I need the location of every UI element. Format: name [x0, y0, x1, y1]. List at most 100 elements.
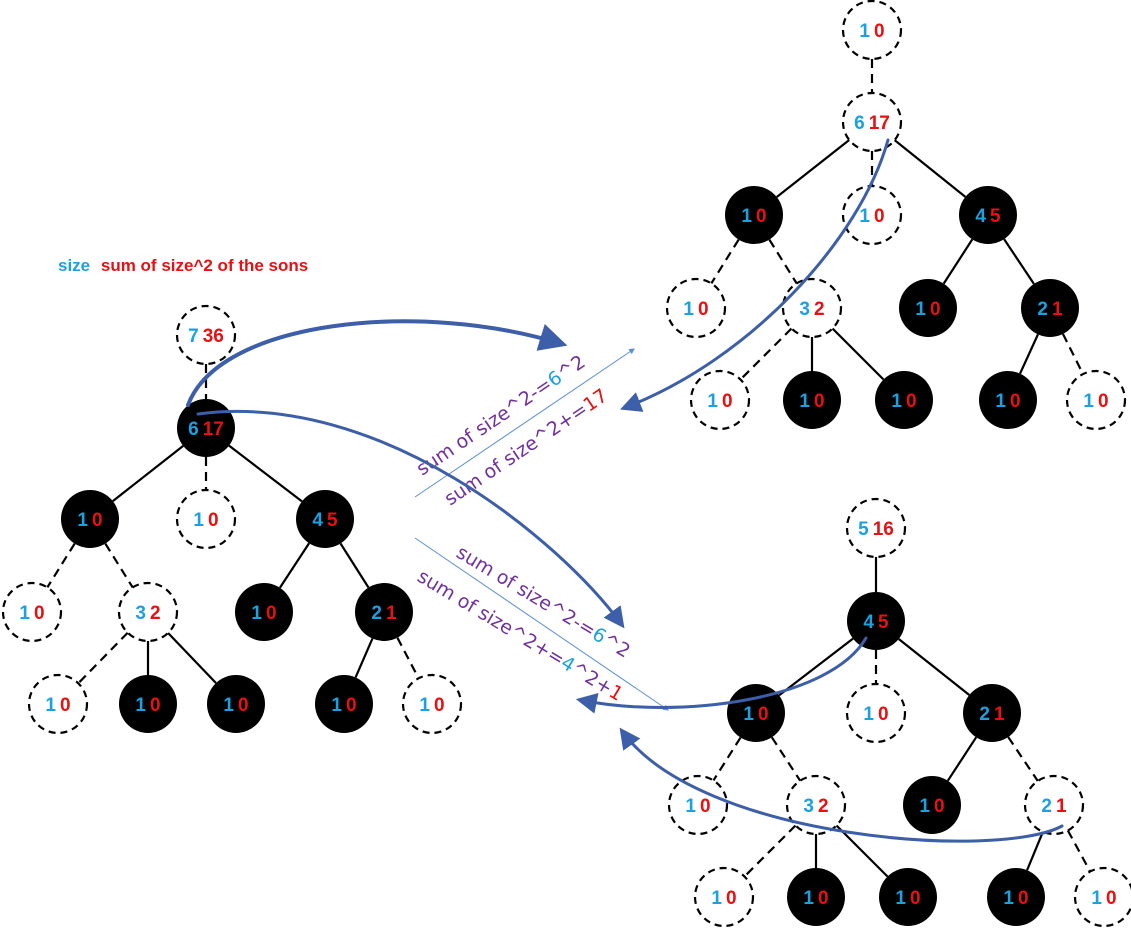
node-size-value: 4	[975, 206, 986, 227]
node-size-value: 1	[331, 695, 342, 716]
node-sum-value: 0	[726, 888, 737, 909]
node-sum-value: 0	[60, 695, 71, 716]
node-sum-value: 0	[818, 888, 829, 909]
top-right-edge-4-8	[1003, 238, 1035, 285]
node-size-value: 4	[312, 510, 323, 531]
bottom-right-node-circle	[667, 774, 729, 836]
bottom-right-tree-edges	[712, 557, 1092, 878]
node-size-value: 1	[741, 206, 752, 227]
node-sum-value: 1	[1052, 299, 1063, 320]
left-node-circle	[401, 673, 463, 735]
left-node-circle	[119, 675, 177, 733]
legend-size-label: size	[58, 256, 90, 275]
top-right-node-circle	[875, 371, 933, 429]
node-size-value: 1	[803, 888, 814, 909]
top-right-edge-8-13	[1061, 333, 1085, 375]
node-sum-value: 0	[758, 704, 769, 725]
node-size-value: 2	[1041, 796, 1052, 817]
top-right-edge-6-11	[831, 327, 885, 381]
top-right-node-circle	[899, 279, 957, 337]
node-size-value: 1	[1083, 391, 1094, 412]
node-size-value: 4	[863, 612, 874, 633]
node-sum-value: 17	[203, 419, 224, 440]
node-sum-value: 0	[1098, 391, 1109, 412]
top-right-node-circle	[783, 371, 841, 429]
legend: size sum of size^2 of the sons	[58, 256, 308, 275]
upper-guide-arrow	[414, 348, 635, 498]
top-right-node-circle	[959, 186, 1017, 244]
top-right-node-circle	[665, 277, 727, 339]
node-sum-value: 0	[92, 510, 103, 531]
arrow-bottom-root-back	[575, 636, 868, 714]
node-size-value: 1	[919, 796, 930, 817]
bottom-right-node-circle	[903, 776, 961, 834]
node-sum-value: 1	[386, 603, 397, 624]
top-right-node-circle	[841, 184, 903, 246]
node-size-value: 1	[799, 391, 810, 412]
node-sum-value: 1	[1056, 796, 1067, 817]
bottom-right-node-circle	[963, 684, 1021, 742]
node-size-value: 1	[895, 888, 906, 909]
node-sum-value: 16	[873, 519, 894, 540]
bottom-right-node-circle	[785, 774, 847, 836]
left-node-circle	[27, 673, 89, 735]
node-sum-value: 2	[818, 796, 829, 817]
left-edge-2-5	[46, 543, 76, 588]
node-sum-value: 2	[150, 603, 161, 624]
left-node-circle	[315, 675, 373, 733]
node-sum-value: 0	[906, 391, 917, 412]
node-sum-value: 0	[934, 796, 945, 817]
left-node-circle	[177, 399, 235, 457]
node-sum-value: 0	[814, 391, 825, 412]
node-size-value: 6	[188, 419, 199, 440]
bottom-right-edge-6-11	[835, 824, 889, 878]
top-right-edge-2-5	[710, 239, 740, 284]
node-size-value: 1	[863, 704, 874, 725]
node-size-value: 1	[743, 704, 754, 725]
node-size-value: 2	[979, 704, 990, 725]
node-size-value: 1	[707, 391, 718, 412]
node-size-value: 3	[135, 603, 146, 624]
node-size-value: 1	[45, 695, 56, 716]
node-size-value: 1	[135, 695, 146, 716]
bottom-right-node-circle	[847, 592, 905, 650]
bottom-right-edge-2-5	[712, 736, 742, 782]
left-node-circle	[61, 490, 119, 548]
node-sum-value: 0	[878, 704, 889, 725]
node-sum-value: 0	[1018, 888, 1029, 909]
left-edge-4-8	[339, 542, 370, 589]
node-sum-value: 0	[698, 299, 709, 320]
